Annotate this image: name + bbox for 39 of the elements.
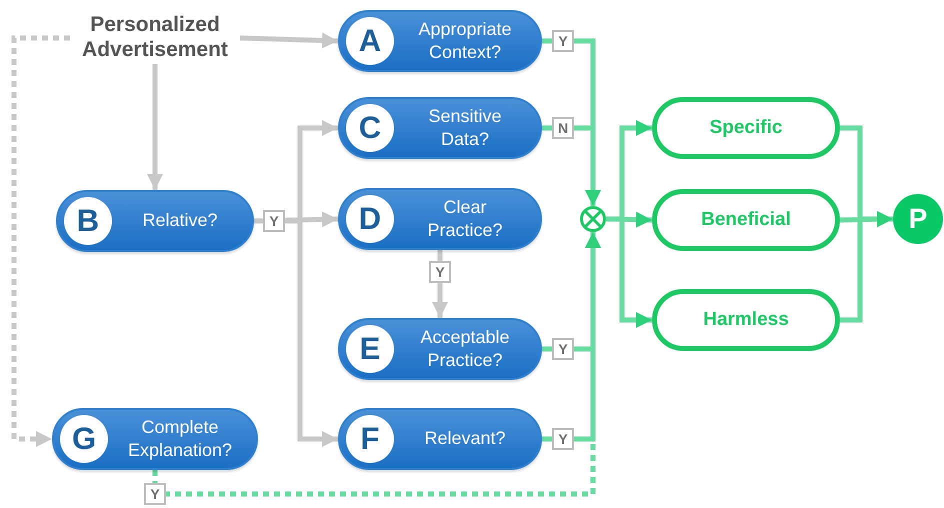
letter-badge: F — [346, 415, 394, 463]
question-pill — [338, 188, 542, 250]
edge-label: N — [552, 117, 574, 139]
letter-badge: A — [346, 17, 394, 65]
question-pill — [56, 190, 254, 252]
connector-arrow — [840, 211, 893, 322]
question-pill — [52, 408, 258, 470]
question-pill — [338, 10, 542, 72]
input-label: Personalized Advertisement — [70, 12, 240, 64]
edge-label: Y — [552, 30, 574, 52]
connector-arrow — [152, 232, 601, 496]
edge-label: Y — [144, 483, 166, 505]
edge-label: Y — [552, 338, 574, 360]
question-pill — [338, 97, 542, 159]
criterion-text: Specific — [710, 117, 782, 139]
criterion-text: Beneficial — [701, 209, 791, 231]
connector-arrow — [240, 32, 338, 48]
question-text: Clear Practice? — [426, 196, 504, 242]
question-text: Acceptable Practice? — [419, 326, 511, 372]
letter-badge: D — [346, 195, 394, 243]
question-pill — [338, 318, 542, 380]
result-circle: P — [893, 194, 943, 244]
letter-badge: B — [64, 197, 112, 245]
question-pill — [338, 408, 542, 470]
edge-label: Y — [263, 210, 285, 232]
letter-badge: G — [60, 415, 108, 463]
letter-badge: E — [346, 325, 394, 373]
connector-arrow — [12, 36, 70, 447]
question-text: Relevant? — [423, 427, 507, 450]
question-text: Relative? — [141, 209, 219, 232]
criterion-text: Harmless — [703, 309, 789, 331]
question-text: Appropriate Context? — [417, 18, 513, 64]
edge-label: Y — [552, 428, 574, 450]
edge-label: Y — [429, 261, 451, 283]
letter-badge: C — [346, 104, 394, 152]
merge-symbol — [580, 206, 606, 232]
question-text: Complete Explanation? — [126, 416, 234, 462]
connector-arrow — [147, 64, 163, 190]
question-text: Sensitive Data? — [427, 104, 503, 151]
